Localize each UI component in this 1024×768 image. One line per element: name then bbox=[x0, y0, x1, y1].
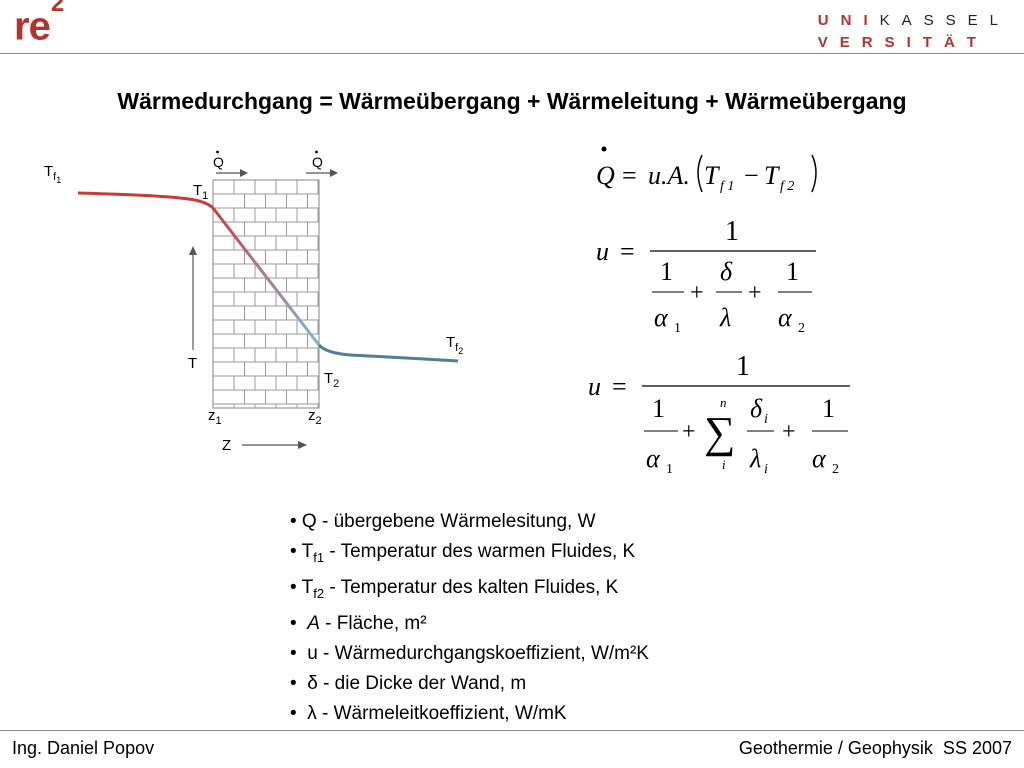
t2-label: T2 bbox=[324, 370, 339, 390]
uni-text-black: KASSEL bbox=[879, 12, 1010, 29]
tf1-label: Tf1 bbox=[44, 163, 61, 185]
formula-heat-flow: Q = u.A. T f 1 − T f 2 bbox=[596, 146, 817, 194]
legend-item-area: • A - Fläche, m² bbox=[290, 612, 427, 634]
numerator-one: 1 bbox=[725, 216, 739, 247]
q-dot bbox=[601, 146, 607, 152]
plus-2: + bbox=[782, 419, 796, 445]
formula-sub-f1: f 1 bbox=[720, 179, 734, 194]
footer-course: Geothermie / Geophysik SS 2007 bbox=[738, 738, 1012, 758]
cold-fluid-curve bbox=[317, 343, 459, 363]
alpha-1-sub: 1 bbox=[666, 462, 673, 477]
alpha-1: α bbox=[646, 444, 661, 473]
alpha-1: α bbox=[654, 303, 669, 332]
logo-text: re bbox=[14, 4, 51, 49]
sum-upper: n bbox=[720, 395, 727, 410]
lambda-i-sub: i bbox=[764, 462, 768, 477]
lambda-i: λ bbox=[749, 444, 761, 473]
footer-author: Ing. Daniel Popov bbox=[12, 738, 155, 758]
uni-text-versitaet: VERSITÄT bbox=[817, 34, 988, 51]
formula-t1: T bbox=[704, 161, 720, 190]
delta: δ bbox=[720, 257, 733, 286]
plus-1: + bbox=[682, 419, 696, 445]
z-axis-label: Z bbox=[222, 437, 231, 454]
footer-divider bbox=[0, 730, 1024, 731]
formula-q: Q bbox=[596, 161, 615, 190]
legend-item-tf2: • Tf2 - Temperatur des kalten Fluides, K bbox=[290, 576, 619, 601]
plus-2: + bbox=[748, 280, 762, 306]
formula-uA: u.A. bbox=[648, 161, 690, 190]
university-logo: UNIKASSEL VERSITÄT bbox=[818, 10, 1010, 54]
wall-temperature-line bbox=[211, 207, 321, 346]
paren-right bbox=[811, 154, 817, 193]
legend-item-tf1: • Tf1 - Temperatur des warmen Fluides, K bbox=[290, 541, 636, 565]
q-right-label: Q bbox=[312, 154, 323, 170]
legend-item-u: • u - Wärmedurchgangskoeffizient, W/m²K bbox=[290, 642, 649, 664]
legend-item-q: • Q - übergebene Wärmelesitung, W bbox=[290, 511, 596, 532]
frac-one-b: 1 bbox=[786, 257, 799, 286]
alpha-2: α bbox=[812, 444, 827, 473]
tf2-label: Tf2 bbox=[446, 334, 463, 356]
symbol-legend: • Q - übergebene Wärmelesitung, W • Tf1 … bbox=[290, 507, 649, 729]
uni-row-1: UNIKASSEL bbox=[818, 10, 1010, 32]
alpha-2: α bbox=[778, 303, 793, 332]
formula-t2: T bbox=[764, 161, 780, 190]
plus-1: + bbox=[690, 280, 704, 306]
formula-sub-f2: f 2 bbox=[780, 179, 794, 194]
sum-symbol: ∑ bbox=[704, 408, 735, 457]
formula-eq: = bbox=[620, 237, 635, 266]
formula-eq: = bbox=[612, 372, 627, 401]
z1-label: z1 bbox=[208, 407, 222, 427]
sum-lower: i bbox=[722, 457, 726, 472]
frac-one-b: 1 bbox=[822, 394, 835, 423]
numerator-one: 1 bbox=[736, 351, 750, 382]
alpha-1-sub: 1 bbox=[674, 321, 681, 336]
formula-minus: − bbox=[744, 161, 759, 190]
slide-title: Wärmedurchgang = Wärmeübergang + Wärmele… bbox=[117, 88, 907, 114]
alpha-2-sub: 2 bbox=[832, 462, 839, 477]
uni-row-2: VERSITÄT bbox=[818, 32, 1010, 54]
formula-u-multi-layer: u = 1 1 α 1 + n ∑ i δ i λ i + 1 α 2 bbox=[588, 351, 850, 477]
wall-bricks bbox=[213, 180, 319, 408]
delta-i-sub: i bbox=[764, 412, 768, 427]
lambda: λ bbox=[719, 303, 731, 332]
header-divider bbox=[0, 53, 1024, 54]
formula-eq: = bbox=[622, 161, 637, 190]
heat-transfer-diagram: Q Q T Z Tf1 T1 T2 Tf2 z1 z2 bbox=[44, 150, 463, 454]
formula-u-single-layer: u = 1 1 α 1 + δ λ + 1 α 2 bbox=[596, 216, 816, 336]
re2-logo: re2 bbox=[14, 0, 64, 49]
delta-i: δ bbox=[750, 394, 763, 423]
paren-left bbox=[697, 154, 703, 193]
frac-one-a: 1 bbox=[652, 394, 665, 423]
t1-label: T1 bbox=[193, 182, 208, 202]
formula-u: u bbox=[596, 237, 609, 266]
uni-text-red: UNI bbox=[817, 12, 880, 29]
t-axis-label: T bbox=[188, 355, 197, 372]
frac-one-a: 1 bbox=[660, 257, 673, 286]
logo-superscript: 2 bbox=[50, 0, 64, 17]
legend-item-lambda: • λ - Wärmeleitkoeffizient, W/mK bbox=[290, 702, 567, 724]
formula-u: u bbox=[588, 372, 601, 401]
hot-fluid-curve bbox=[77, 191, 215, 210]
z2-label: z2 bbox=[308, 407, 322, 427]
q-left-label: Q bbox=[213, 154, 224, 170]
legend-item-delta: • δ - die Dicke der Wand, m bbox=[290, 672, 527, 694]
alpha-2-sub: 2 bbox=[798, 321, 805, 336]
